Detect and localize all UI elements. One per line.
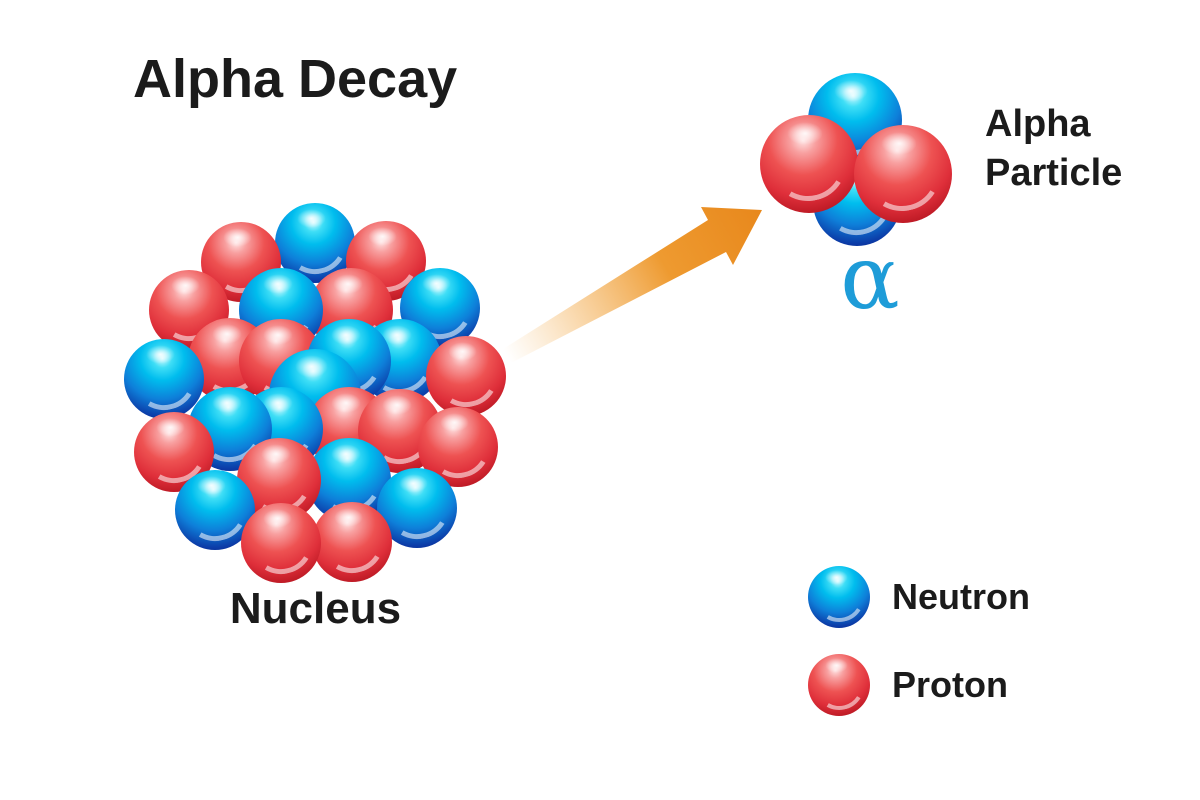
neutron-legend-icon: [808, 566, 870, 628]
legend-item-proton: Proton: [808, 654, 1128, 716]
proton-sphere: [241, 503, 321, 583]
alpha-particle-label: Alpha Particle: [985, 103, 1123, 194]
nucleus-cluster: [124, 203, 506, 585]
alpha-symbol: α: [840, 226, 900, 329]
proton-sphere: [426, 336, 506, 416]
neutron-sphere: [808, 566, 870, 628]
legend-item-neutron: Neutron: [808, 566, 1128, 628]
page-title: Alpha Decay: [133, 49, 458, 109]
legend-label: Neutron: [892, 576, 1030, 617]
neutron-sphere: [124, 339, 204, 419]
neutron-sphere: [175, 470, 255, 550]
proton-legend-icon: [808, 654, 870, 716]
nucleus-label: Nucleus: [229, 584, 402, 633]
legend-label: Proton: [892, 664, 1008, 705]
proton-sphere: [312, 502, 392, 582]
proton-sphere: [808, 654, 870, 716]
proton-sphere: [854, 125, 952, 223]
alpha-particle-cluster: [760, 62, 955, 252]
proton-sphere: [760, 115, 858, 213]
proton-sphere: [149, 270, 229, 350]
